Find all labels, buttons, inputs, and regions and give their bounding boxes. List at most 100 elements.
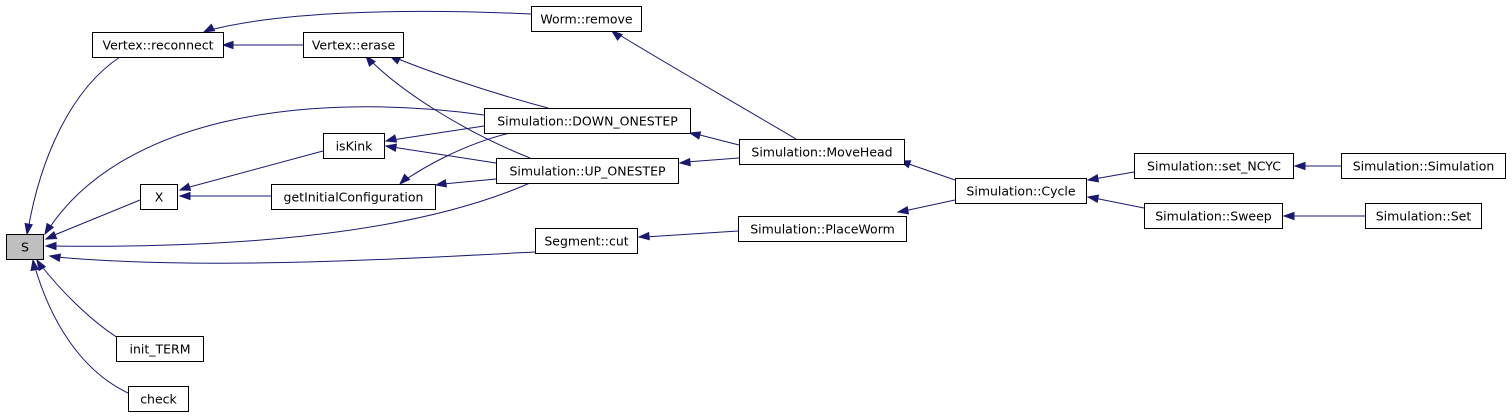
edge-line <box>1093 197 1145 209</box>
edge-cycle-to-placeworm <box>896 199 956 215</box>
node-initterm[interactable]: init_TERM <box>116 336 204 362</box>
node-box <box>128 386 189 412</box>
node-box <box>1365 203 1482 229</box>
edge-line <box>905 162 956 181</box>
edge-cycle-to-movehead <box>898 160 956 181</box>
arrowhead-icon <box>44 222 55 236</box>
node-label: Simulation::MoveHead <box>751 145 892 160</box>
node-reconnect[interactable]: Vertex::reconnect <box>92 32 224 58</box>
node-erase[interactable]: Vertex::erase <box>303 32 404 58</box>
arrowhead-icon <box>688 131 702 140</box>
node-label: Simulation::PlaceWorm <box>750 222 895 237</box>
node-label: S <box>21 240 29 255</box>
node-label: isKink <box>336 139 374 154</box>
node-movehead[interactable]: Simulation::MoveHead <box>739 139 905 165</box>
node-box <box>140 184 178 210</box>
node-label: init_TERM <box>129 342 190 357</box>
node-sweep[interactable]: Simulation::Sweep <box>1144 203 1283 229</box>
edge-reconnect-to-S <box>24 56 121 236</box>
arrowhead-icon <box>384 134 398 143</box>
arrowhead-icon <box>398 173 411 186</box>
edge-line <box>617 33 797 140</box>
edge-line <box>27 56 121 231</box>
edge-line <box>695 133 740 146</box>
edge-down-to-iskink <box>384 125 485 143</box>
edge-worm_remove-to-reconnect <box>202 10 532 33</box>
edge-set-to-sweep <box>1282 211 1365 221</box>
node-box <box>739 139 905 165</box>
edge-movehead-to-worm_remove <box>610 30 797 140</box>
node-label: Worm::remove <box>540 12 633 27</box>
node-label: Simulation::DOWN_ONESTEP <box>497 114 678 129</box>
node-set[interactable]: Simulation::Set <box>1365 203 1482 229</box>
edge-line <box>39 263 119 339</box>
edge-line <box>185 150 324 189</box>
edge-erase-to-reconnect <box>221 40 303 50</box>
node-worm-remove[interactable]: Worm::remove <box>531 6 642 32</box>
edge-placeworm-to-cut <box>637 230 739 241</box>
node-label: check <box>140 392 177 407</box>
arrowhead-icon <box>44 241 57 251</box>
edge-simulation-to-setncyc <box>1293 161 1341 171</box>
arrowhead-icon <box>221 40 234 50</box>
node-getinit[interactable]: getInitialConfiguration <box>271 184 436 210</box>
node-label: Simulation::Simulation <box>1353 159 1495 174</box>
node-box <box>271 184 436 210</box>
node-label: Simulation::set_NCYC <box>1147 159 1281 174</box>
node-box <box>738 216 907 242</box>
node-iskink[interactable]: isKink <box>323 133 385 159</box>
node-label: Vertex::erase <box>312 38 396 53</box>
edge-line <box>51 182 531 247</box>
arrowhead-icon <box>1086 194 1100 203</box>
arrowhead-icon <box>44 230 58 240</box>
node-box <box>6 234 44 260</box>
node-box <box>496 158 679 184</box>
node-placeworm[interactable]: Simulation::PlaceWorm <box>738 216 907 242</box>
node-box <box>535 228 638 254</box>
edge-line <box>55 251 536 264</box>
node-box <box>92 32 224 58</box>
node-box <box>1144 203 1283 229</box>
node-setncyc[interactable]: Simulation::set_NCYC <box>1134 153 1294 179</box>
edge-up-to-iskink <box>384 143 497 164</box>
node-cycle[interactable]: Simulation::Cycle <box>955 178 1087 204</box>
node-check[interactable]: check <box>128 386 189 412</box>
arrowhead-icon <box>678 157 691 167</box>
edge-down-to-getinit <box>398 132 511 186</box>
arrowhead-icon <box>178 191 191 201</box>
arrowhead-icon <box>30 258 39 272</box>
edge-line <box>51 199 141 237</box>
node-x[interactable]: X <box>140 184 178 210</box>
node-down[interactable]: Simulation::DOWN_ONESTEP <box>484 108 691 134</box>
arrowhead-icon <box>610 30 623 41</box>
arrowhead-icon <box>1086 174 1100 183</box>
edge-line <box>209 10 532 31</box>
node-box <box>116 336 204 362</box>
edge-initterm-to-S <box>36 258 119 339</box>
node-box <box>484 108 691 134</box>
arrowhead-icon <box>202 23 216 33</box>
edge-movehead-to-up <box>678 157 740 167</box>
edge-line <box>903 199 956 212</box>
edge-down-to-erase <box>388 55 549 109</box>
edge-line <box>391 125 485 141</box>
node-label: Segment::cut <box>544 234 628 249</box>
node-simulation[interactable]: Simulation::Simulation <box>1341 153 1506 179</box>
node-S[interactable]: S <box>6 234 44 260</box>
edge-line <box>395 57 549 109</box>
arrowhead-icon <box>384 143 398 152</box>
edge-check-to-S <box>30 258 129 394</box>
arrowhead-icon <box>365 54 376 67</box>
node-up[interactable]: Simulation::UP_ONESTEP <box>496 158 679 184</box>
edge-line <box>391 146 497 164</box>
edge-iskink-to-x <box>178 150 324 191</box>
arrowhead-icon <box>896 206 910 215</box>
node-cut[interactable]: Segment::cut <box>535 228 638 254</box>
edge-getinit-to-x <box>178 191 271 201</box>
node-label: Simulation::Set <box>1376 209 1472 224</box>
edge-up-to-getinit <box>434 178 497 188</box>
arrowhead-icon <box>1293 161 1306 171</box>
edge-line <box>1093 171 1135 180</box>
node-label: Simulation::UP_ONESTEP <box>509 164 665 179</box>
